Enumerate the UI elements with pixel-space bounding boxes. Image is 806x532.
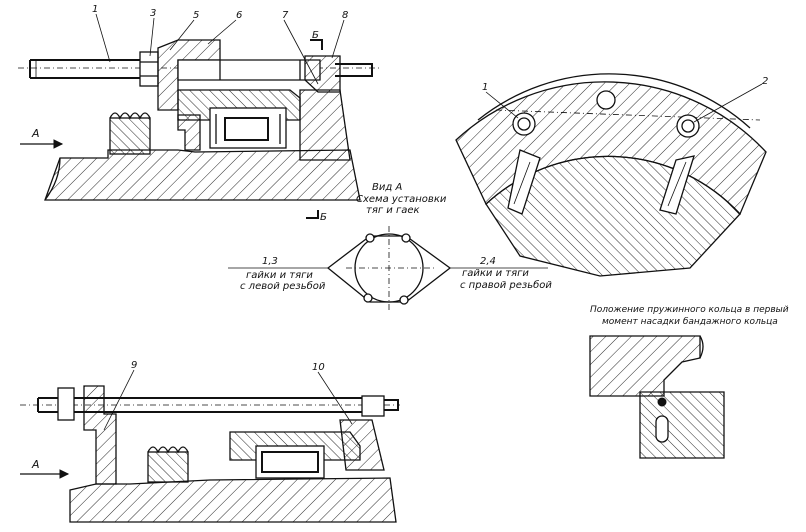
- spring-ring-caption-2: момент насадки бандажного кольца: [602, 317, 778, 327]
- view-arrow-label: A: [31, 127, 40, 140]
- view-a-scheme: Вид А Схема установки тяг и гаек 1,3 гай…: [228, 182, 552, 312]
- view-arrow-label-bottom: A: [31, 458, 40, 471]
- callout-1: 1: [92, 4, 111, 63]
- bottom-assembly: A 9 10: [20, 360, 400, 523]
- right-group-num: 2,4: [480, 256, 496, 267]
- spring-ring-detail: Положение пружинного кольца в первый мом…: [589, 305, 789, 459]
- spring-ring-caption-1: Положение пружинного кольца в первый: [590, 305, 789, 315]
- callout-8: 8: [331, 10, 348, 59]
- section-label-top: Б: [312, 30, 319, 41]
- callout-10-label: 10: [312, 362, 325, 373]
- section-label-bottom: Б: [320, 212, 327, 223]
- callout-5-label: 5: [193, 10, 199, 21]
- ring-rod-left: [507, 149, 541, 215]
- winding-bottom: [147, 446, 189, 483]
- callout-7-label: 7: [282, 10, 289, 21]
- view-a-caption-1: Схема установки: [356, 194, 447, 205]
- callout-5: 5: [169, 10, 199, 51]
- view-a-title: Вид А: [372, 182, 402, 193]
- ring-callout-1-label: 1: [482, 82, 488, 93]
- left-group-line1: гайки и тяги: [246, 270, 313, 281]
- left-group-line2: с левой резьбой: [240, 280, 326, 292]
- left-group-num: 1,3: [262, 256, 278, 267]
- callout-9-label: 9: [131, 360, 137, 371]
- ring-section: 1 2: [455, 73, 768, 277]
- callout-3: 3: [149, 8, 156, 57]
- right-group-line1: гайки и тяги: [462, 268, 529, 279]
- callout-6: 6: [207, 10, 242, 45]
- callout-9: 9: [103, 360, 137, 431]
- view-a-caption-2: тяг и гаек: [366, 205, 420, 216]
- callout-1-label: 1: [92, 4, 98, 15]
- top-assembly: A Б Б 1 3 5 6 7 8: [18, 4, 380, 223]
- callout-8-label: 8: [342, 10, 348, 21]
- callout-6-label: 6: [236, 10, 242, 21]
- callout-3-label: 3: [150, 8, 156, 19]
- callout-7: 7: [282, 10, 319, 85]
- ring-callout-1: 1: [482, 82, 519, 119]
- right-group-line2: с правой резьбой: [460, 279, 552, 291]
- callout-10: 10: [312, 362, 353, 425]
- winding-left: [109, 112, 151, 155]
- ring-rod-right: [659, 155, 695, 215]
- ring-callout-2-label: 2: [762, 76, 768, 87]
- ring-callout-2: 2: [693, 76, 768, 123]
